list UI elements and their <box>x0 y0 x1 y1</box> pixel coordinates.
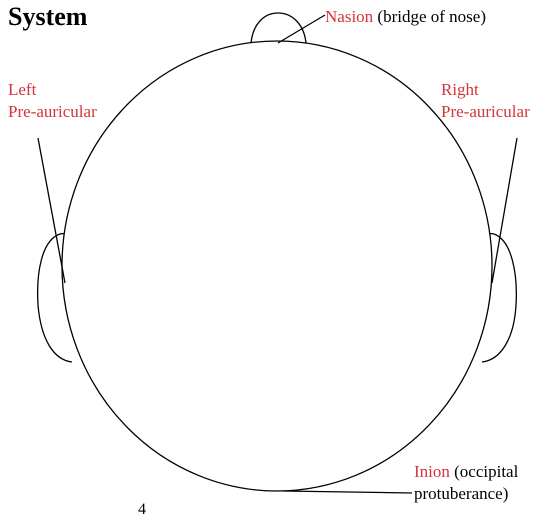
left-preauricular-line2: Pre-auricular <box>8 102 97 121</box>
left-preauricular-label: Left Pre-auricular <box>8 79 97 123</box>
page-number: 4 <box>138 501 146 518</box>
nose-icon <box>250 12 307 44</box>
right-preauricular-line2: Pre-auricular <box>441 102 530 121</box>
right-preauricular-leader-line <box>491 137 518 284</box>
nasion-leader-line <box>277 14 326 44</box>
right-preauricular-line1: Right <box>441 80 479 99</box>
inion-label: Inion (occipital protuberance) <box>414 461 518 505</box>
page-title: System <box>8 2 88 31</box>
inion-description-line2: protuberance) <box>414 484 509 503</box>
inion-name: Inion <box>414 462 450 481</box>
left-preauricular-line1: Left <box>8 80 37 99</box>
nasion-description: (bridge of nose) <box>373 7 486 26</box>
nasion-label: Nasion (bridge of nose) <box>325 6 486 28</box>
left-preauricular-leader-line <box>37 137 66 284</box>
head-outline-icon <box>61 40 493 492</box>
inion-leader-line <box>282 490 413 494</box>
inion-line1: Inion (occipital <box>414 461 518 483</box>
nasion-name: Nasion <box>325 7 374 26</box>
inion-description-line1: (occipital <box>449 462 519 481</box>
right-preauricular-label: Right Pre-auricular <box>441 79 530 123</box>
